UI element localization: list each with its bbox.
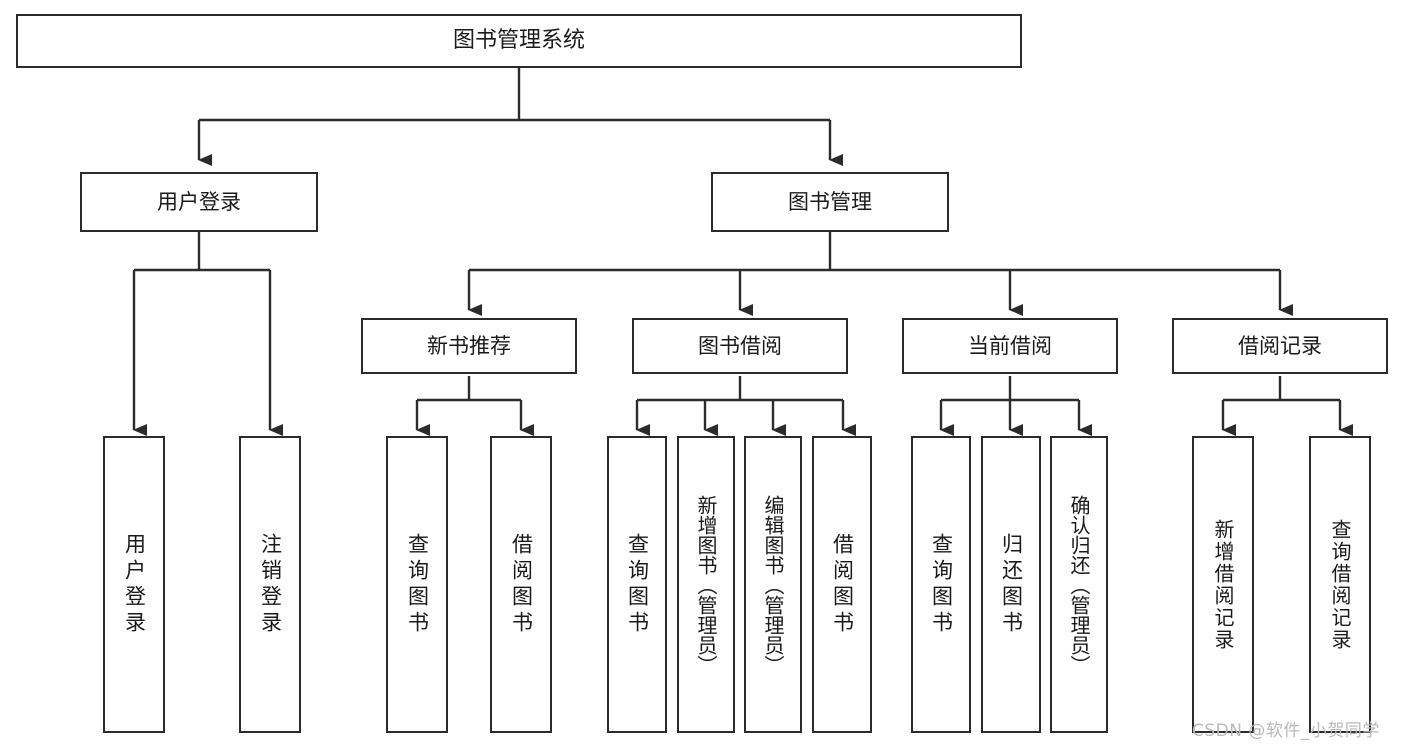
leaf-return-book[interactable]: 归还图书 xyxy=(981,436,1041,733)
node-label: 借阅图书 xyxy=(830,532,855,637)
node-label: 查询图书 xyxy=(929,532,954,637)
node-label: 用户登录 xyxy=(122,532,147,637)
node-borrow-record[interactable]: 借阅记录 xyxy=(1172,318,1388,374)
node-label: 借阅记录 xyxy=(1238,333,1322,358)
leaf-user-login[interactable]: 用户登录 xyxy=(103,436,165,733)
leaf-borrow-book-recommend[interactable]: 借阅图书 xyxy=(490,436,552,733)
node-label: 查询图书 xyxy=(625,532,650,637)
node-current-borrow[interactable]: 当前借阅 xyxy=(902,318,1118,374)
node-root-library-system[interactable]: 图书管理系统 xyxy=(16,14,1022,68)
node-new-book-recommend[interactable]: 新书推荐 xyxy=(361,318,577,374)
node-label: 借阅图书 xyxy=(509,532,534,637)
node-book-management[interactable]: 图书管理 xyxy=(711,172,949,232)
node-label: 注销登录 xyxy=(258,532,283,637)
leaf-query-borrow-record[interactable]: 查询借阅记录 xyxy=(1309,436,1371,733)
node-label: 当前借阅 xyxy=(968,333,1052,358)
leaf-confirm-return-admin[interactable]: 确认归还（管理员） xyxy=(1050,436,1108,733)
node-label: 编辑图书（管理员） xyxy=(761,494,785,675)
node-label: 新增图书（管理员） xyxy=(694,494,718,675)
leaf-query-book-recommend[interactable]: 查询图书 xyxy=(386,436,448,733)
node-label: 新增借阅记录 xyxy=(1211,518,1235,651)
node-label: 图书借阅 xyxy=(698,333,782,358)
node-label: 用户登录 xyxy=(157,189,241,214)
node-label: 确认归还（管理员） xyxy=(1067,494,1091,675)
node-label: 新书推荐 xyxy=(427,333,511,358)
node-label: 查询借阅记录 xyxy=(1328,518,1352,651)
node-user-login[interactable]: 用户登录 xyxy=(80,172,318,232)
node-label: 查询图书 xyxy=(405,532,430,637)
leaf-query-book-current[interactable]: 查询图书 xyxy=(911,436,971,733)
node-label: 图书管理 xyxy=(788,189,872,214)
leaf-query-book-borrow[interactable]: 查询图书 xyxy=(607,436,667,733)
leaf-add-book-admin[interactable]: 新增图书（管理员） xyxy=(677,436,735,733)
node-book-borrow[interactable]: 图书借阅 xyxy=(632,318,848,374)
node-label: 归还图书 xyxy=(999,532,1024,637)
leaf-borrow-book[interactable]: 借阅图书 xyxy=(812,436,872,733)
node-label: 图书管理系统 xyxy=(452,28,585,54)
leaf-add-borrow-record[interactable]: 新增借阅记录 xyxy=(1192,436,1254,733)
leaf-logout-login[interactable]: 注销登录 xyxy=(239,436,301,733)
csdn-watermark: CSDN @软件_小贺同学 xyxy=(1192,721,1380,741)
leaf-edit-book-admin[interactable]: 编辑图书（管理员） xyxy=(744,436,802,733)
